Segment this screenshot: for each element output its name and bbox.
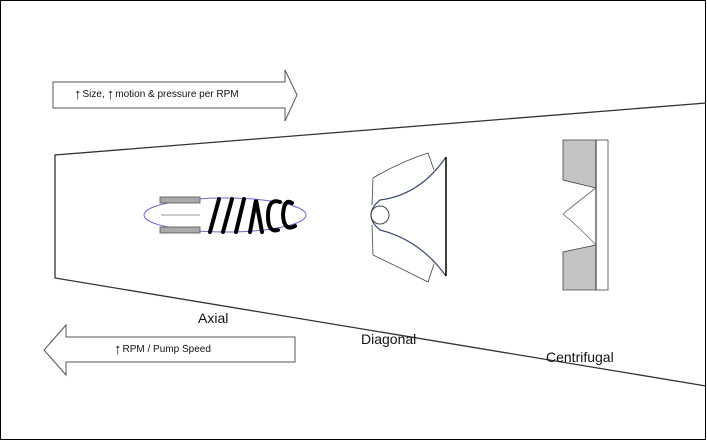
- axial-label: Axial: [198, 310, 229, 326]
- diagonal-label: Diagonal: [361, 331, 417, 347]
- rpm-arrow-label: ↑ RPM / Pump Speed: [114, 341, 211, 358]
- size-arrow-label: ↑ Size, ↑ motion & pressure per RPM: [74, 86, 239, 103]
- up-arrow-icon: ↑: [114, 341, 122, 358]
- centrifugal-label: Centrifugal: [546, 349, 614, 365]
- axial-impeller: [143, 196, 307, 234]
- rpm-arrow-left: [43, 323, 296, 377]
- rpm-text: RPM / Pump Speed: [122, 344, 211, 355]
- size-arrow-right: [52, 69, 298, 122]
- trapezoid-outline: [54, 102, 707, 387]
- motion-pressure-text: motion & pressure per RPM: [115, 89, 239, 100]
- diagonal-impeller: [370, 152, 447, 283]
- centrifugal-impeller: [562, 139, 609, 291]
- up-arrow-icon: ↑: [74, 86, 82, 103]
- size-text: Size,: [82, 89, 105, 100]
- up-arrow-icon: ↑: [106, 86, 115, 103]
